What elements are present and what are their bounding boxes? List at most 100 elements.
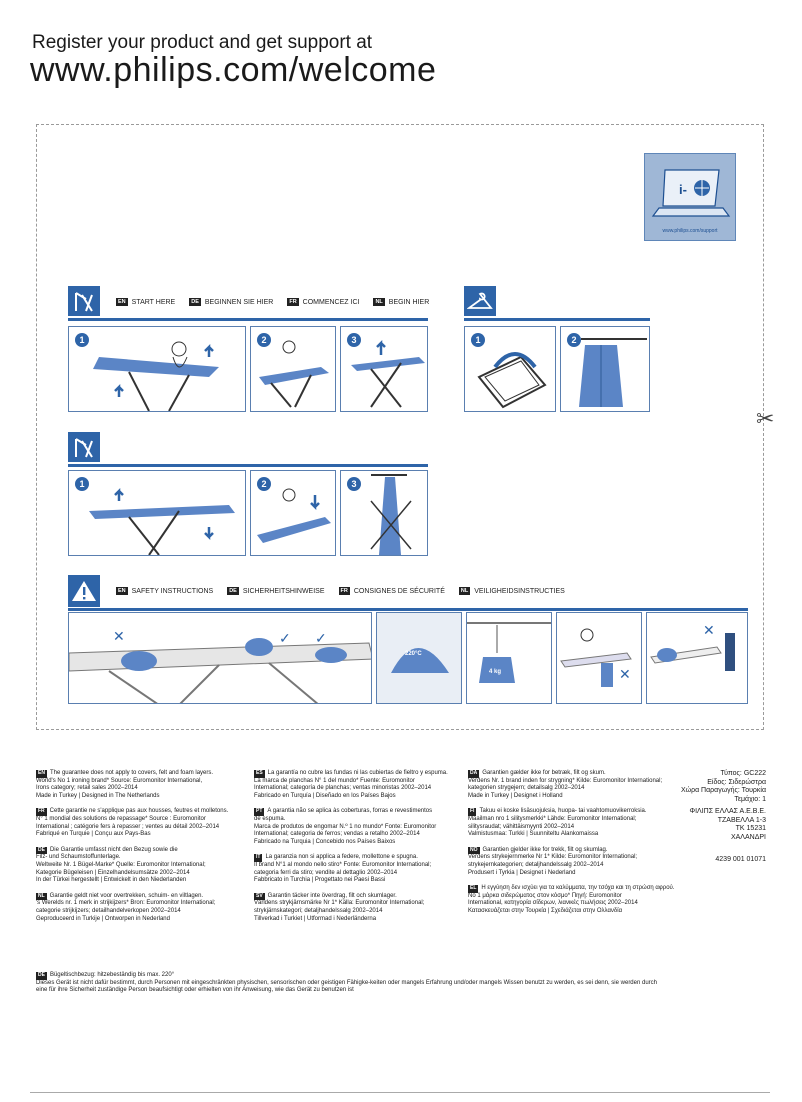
guarantee-line: Fabricado na Turquia | Concebido nos Paí… (254, 838, 396, 845)
guarantee-line: Il brand N°1 al mondo nello stiro* Fonte… (254, 861, 432, 868)
svg-text:✓: ✓ (279, 630, 291, 646)
children-warning-panel: ✕ (556, 612, 642, 704)
address-line: ΧΑΛΑΝΔΡΙ (730, 833, 766, 841)
address-line: ΤΖΑΒΕΛΛΑ 1-3 (717, 816, 766, 824)
step-number: 1 (75, 477, 89, 491)
iron-placement-panel: ✕ ✓ ✓ (68, 612, 372, 704)
setup-step-2-panel: 2 (250, 326, 336, 412)
guarantee-line: La garanzia non si applica a federe, mol… (265, 854, 418, 861)
svg-text:i-: i- (679, 182, 687, 197)
guarantee-line: strykjärnskategori; detaljhandelssalg 20… (254, 907, 383, 914)
guarantee-line: La garantía no cubre las fundas ni las c… (267, 770, 448, 776)
fold-step-1-panel: 1 (68, 470, 246, 556)
step-number: 1 (75, 333, 89, 347)
iron-rest-illustration: ✕ ✓ ✓ (69, 628, 371, 703)
lang-label: SICHERHEITSHINWEISE (242, 587, 325, 595)
lang-tag: DE (227, 587, 239, 595)
leave-iron-illustration: ✕ (650, 622, 735, 671)
attach-hanger-rail-illustration (477, 352, 547, 409)
lang-tag: DE (36, 972, 47, 980)
lang-tag: PT (254, 808, 265, 816)
svg-text:✕: ✕ (113, 628, 125, 644)
guarantee-line: The guarantee does not apply to covers, … (49, 770, 214, 776)
section-bar (68, 318, 428, 321)
section-bar (68, 464, 428, 467)
guarantee-line: Verdens Nr. 1 brand inden for strygning*… (468, 777, 663, 784)
guarantee-line: Världens strykjärnsmärke Nr 1* Källa: Eu… (254, 900, 425, 907)
weight-label: 4 kg (489, 669, 502, 675)
guarantee-line: Η εγγύηση δεν ισχύει για τα καλύμματα, τ… (481, 885, 675, 892)
fold-board-icon (68, 432, 100, 462)
fold-step-2-panel: 2 (250, 470, 336, 556)
guarantee-line: Tillverkad i Turkiet | Utformad i Nederl… (254, 915, 377, 922)
setup-step-3-panel: 3 (340, 326, 428, 412)
step-number: 2 (257, 333, 271, 347)
support-promo-card: i- www.philips.com/support (644, 153, 736, 241)
guarantee-line: In der Türkei hergestellt | Entwickelt i… (36, 877, 187, 884)
lang-tag: FR (338, 587, 350, 595)
lang-tag: EL (468, 885, 479, 893)
lang-label: BEGIN HIER (388, 298, 430, 306)
lang-tag: NL (458, 587, 471, 595)
guarantee-line: Die Garantie umfasst nicht den Bezug sow… (49, 846, 178, 853)
guarantee-line: World's No 1 ironing brand* Source: Euro… (36, 777, 203, 784)
guarantee-line: International; categoría de planchas; ve… (254, 785, 432, 792)
guarantee-line: Marca de produtos de engomar N.º 1 no mu… (254, 823, 437, 830)
guarantee-line: Garantie geldt niet voor overtrekken, sc… (49, 892, 204, 899)
note-line: eine für ihre Sicherheit zuständige Pers… (36, 987, 354, 994)
address-line: ΦΙΛΙΠΣ ΕΛΛΑΣ Α.Ε.Β.Ε. (689, 808, 766, 815)
lang-label: VEILIGHEIDSINSTRUCTIES (474, 587, 565, 595)
guarantee-line: Fabricado en Turquía | Diseñado en los P… (254, 792, 396, 799)
child-safety-illustration: ✕ (560, 628, 632, 687)
guarantee-line: International; categoria de ferros; vend… (254, 831, 420, 838)
guarantee-line: Kategorie Bügeleisen | Einzelhandelsumsä… (36, 869, 190, 876)
cut-out-area (36, 124, 764, 730)
guarantee-line: Garantien gjelder ikke for trekk, filt o… (482, 846, 608, 853)
welcome-url[interactable]: www.philips.com/welcome (30, 51, 437, 89)
lang-tag: NL (36, 892, 47, 901)
register-heading: Register your product and get support at (32, 32, 373, 53)
guarantee-line: Produsert i Tyrkia | Designet i Nederlan… (468, 869, 576, 876)
model-line: Είδος: Σιδερώστρα (707, 778, 766, 786)
warning-icon (68, 575, 100, 607)
guarantee-line: International ; catégorie fers à repasse… (36, 823, 220, 830)
scissors-icon: ✂ (756, 406, 775, 431)
guarantee-line: Weltweite Nr. 1 Bügel-Marke* Quelle: Eur… (36, 861, 206, 868)
guarantee-line: Verdens strykejernmerke Nr 1* Kilde: Eur… (468, 854, 638, 861)
lang-tag: FR (36, 808, 47, 816)
unattended-warning-panel: ✕ (646, 612, 748, 704)
lang-tag: ES (254, 770, 265, 778)
lang-tag: EN (116, 587, 128, 595)
lang-tag: EN (116, 298, 128, 306)
max-temp-label: 220°C (405, 651, 422, 657)
lang-tag: DE (189, 298, 201, 306)
weight-limit-panel: 4 kg (466, 612, 552, 704)
model-line: Τύπος: GC222 (720, 770, 766, 777)
support-url[interactable]: www.philips.com/support (662, 228, 718, 234)
step-number: 2 (257, 477, 271, 491)
guarantee-line: N° 1 mondial des solutions de repassage*… (36, 815, 206, 822)
hanger-step-1-panel: 1 (464, 326, 556, 412)
folded-board-illustration (370, 474, 412, 555)
max-temp-panel: 220°C (376, 612, 462, 704)
setup-step-1-panel: 1 (68, 326, 246, 412)
guarantee-line: silitysraudat; vähittäismyynti 2002–2014 (468, 823, 575, 830)
svg-text:✕: ✕ (619, 666, 631, 682)
hanger-step-2-panel: 2 (560, 326, 650, 412)
